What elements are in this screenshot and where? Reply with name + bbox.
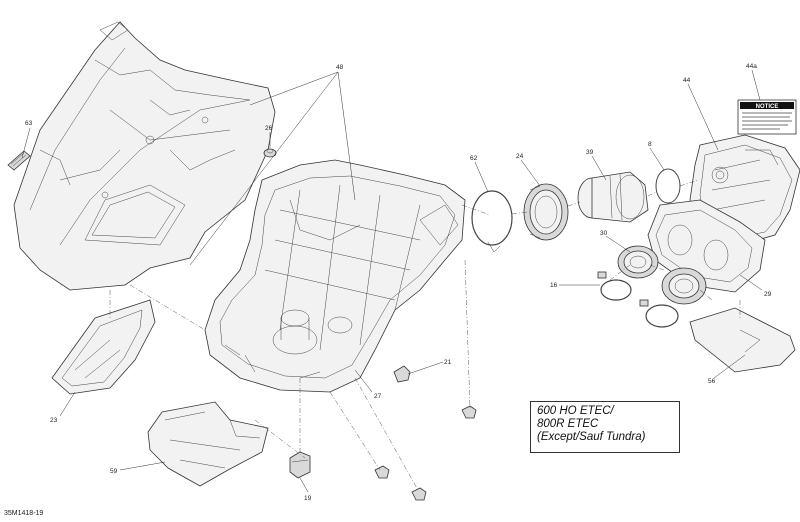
- heat-shield-59: [147, 401, 269, 487]
- intake-tube-39: [577, 171, 649, 223]
- notice-label-44a: NOTICE: [737, 99, 797, 135]
- rubber-boot-30-a: [617, 245, 659, 279]
- clip-21: [393, 365, 411, 383]
- callout-27: 27: [374, 393, 382, 400]
- variant-line-2: 800R ETEC: [537, 418, 599, 430]
- notice-label-title: NOTICE: [756, 104, 779, 110]
- callout-62: 62: [470, 155, 478, 162]
- retainer-19: [289, 451, 311, 479]
- callout-numbers: 63 48 26 62 24 39 8 44 44a 30 16 29 56 2…: [25, 63, 772, 502]
- air-silencer-base: [204, 159, 466, 393]
- label-part-63: [7, 150, 31, 171]
- callout-16: 16: [550, 282, 558, 289]
- callout-29: 29: [764, 291, 772, 298]
- clip-lower-b: [374, 465, 390, 479]
- callout-44: 44: [683, 77, 691, 84]
- clip-lower-a: [461, 405, 477, 419]
- adaptor-24: [523, 183, 569, 241]
- rubber-boot-30-b: [661, 267, 707, 305]
- drawing-id: 35M1418-19: [4, 510, 44, 517]
- callout-26: 26: [265, 125, 273, 132]
- callout-30: 30: [600, 230, 608, 237]
- clamp-16-a: [597, 271, 632, 301]
- leader-lines: [21, 69, 763, 493]
- callout-59: 59: [110, 468, 118, 475]
- clamp-16-b: [639, 299, 679, 328]
- model-variant-note: 600 HO ETEC/ 800R ETEC (Except/Sauf Tund…: [530, 401, 680, 453]
- clip-lower-c: [411, 487, 427, 501]
- callout-44a: 44a: [746, 63, 757, 70]
- clamp-62: [471, 190, 513, 253]
- callout-23: 23: [50, 417, 58, 424]
- variant-line-1: 600 HO ETEC/: [537, 405, 614, 417]
- assembly-centerlines: [109, 179, 741, 491]
- callout-48: 48: [336, 64, 344, 71]
- upper-air-silencer-housing: [13, 21, 276, 291]
- callout-56: 56: [708, 378, 716, 385]
- callout-21: 21: [444, 359, 452, 366]
- callout-24: 24: [516, 153, 524, 160]
- callout-63: 63: [25, 120, 33, 127]
- callout-8: 8: [648, 141, 652, 148]
- variant-line-3: (Except/Sauf Tundra): [537, 431, 646, 443]
- callout-39: 39: [586, 149, 594, 156]
- grommet-26: [263, 148, 277, 158]
- o-ring-8: [655, 168, 681, 204]
- callout-19: 19: [304, 495, 312, 502]
- filter-foam-23: [51, 299, 156, 395]
- gasket-56: [689, 307, 796, 373]
